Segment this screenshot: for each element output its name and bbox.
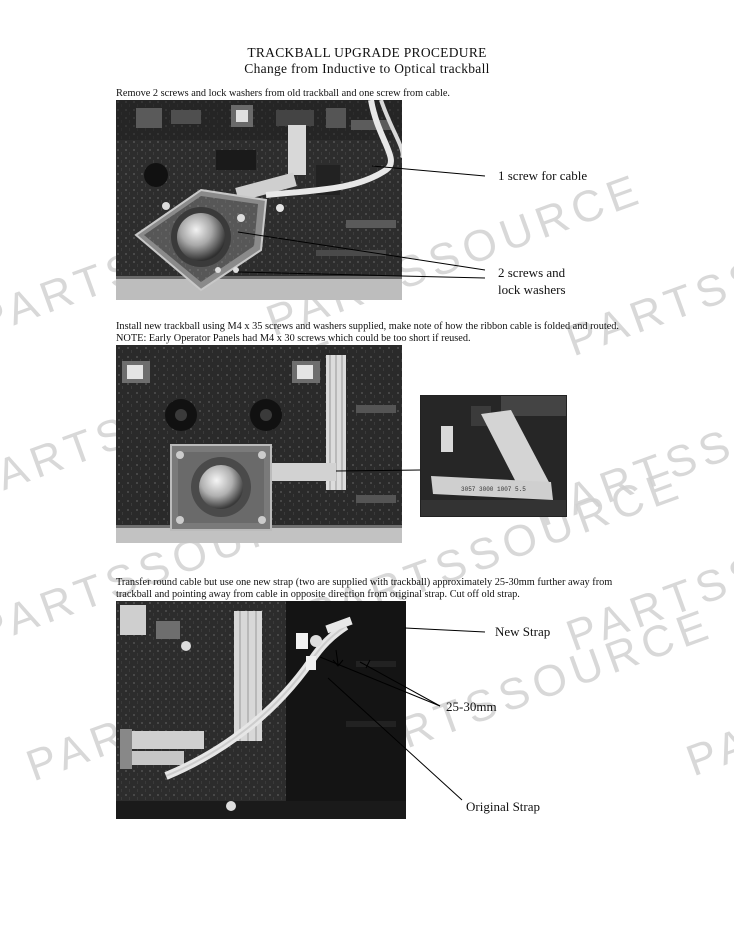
photo-old-trackball (116, 100, 402, 300)
step-2-text: Install new trackball using M4 x 35 scre… (116, 321, 619, 344)
callout-original-strap: Original Strap (466, 799, 541, 814)
ribbon-label: 3057 3000 1007 5.5 (461, 486, 526, 493)
document-subtitle: Change from Inductive to Optical trackba… (244, 61, 490, 76)
callout-cable-screw: 1 screw for cable (498, 168, 588, 183)
photo-cable-strap (116, 601, 406, 819)
callout-screws-line1: 2 screws and (498, 265, 566, 280)
photo-new-trackball (116, 345, 402, 543)
step-3-text: Transfer round cable but use one new str… (116, 577, 613, 600)
document-title: TRACKBALL UPGRADE PROCEDURE (247, 45, 487, 60)
callout-screws-line2: lock washers (498, 282, 566, 297)
step-1-text: Remove 2 screws and lock washers from ol… (116, 88, 450, 99)
callout-new-strap: New Strap (495, 624, 551, 639)
photo-ribbon-detail: 3057 3000 1007 5.5 (420, 395, 567, 517)
callout-distance: 25-30mm (446, 699, 497, 714)
